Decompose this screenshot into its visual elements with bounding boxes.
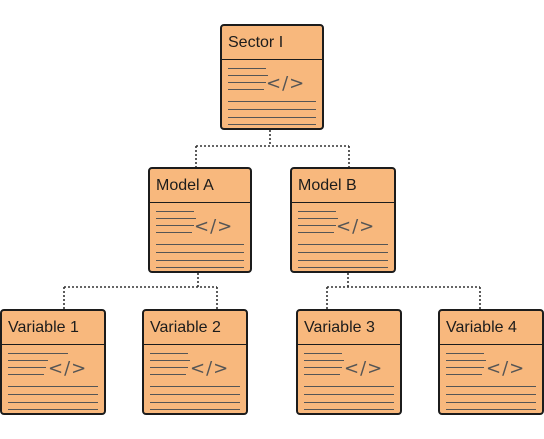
- text-line: [304, 367, 342, 368]
- text-line: [8, 394, 98, 395]
- node-body: </>: [298, 345, 400, 413]
- text-line: [298, 252, 388, 253]
- node-body: </>: [222, 60, 322, 128]
- text-line: [8, 367, 46, 368]
- node-body: </>: [144, 345, 246, 413]
- node-model-b[interactable]: Model B </>: [290, 167, 396, 273]
- text-line: [446, 386, 536, 387]
- text-line: [156, 225, 194, 226]
- code-icon: </>: [486, 358, 526, 379]
- text-line: [150, 374, 186, 375]
- node-body: </>: [292, 203, 394, 271]
- text-line: [298, 260, 388, 261]
- text-line: [298, 218, 338, 219]
- text-line: [150, 386, 240, 387]
- code-icon: </>: [344, 358, 384, 379]
- text-line: [446, 367, 484, 368]
- text-line: [228, 82, 266, 83]
- text-line: [156, 260, 244, 261]
- node-body: </>: [150, 203, 250, 271]
- text-line: [298, 211, 336, 212]
- text-line: [228, 109, 316, 110]
- text-line: [304, 409, 394, 410]
- code-icon: </>: [336, 216, 376, 237]
- text-line: [150, 409, 240, 410]
- text-line: [8, 360, 48, 361]
- node-title: Model B: [292, 169, 394, 203]
- code-icon: </>: [266, 73, 306, 94]
- text-line: [150, 353, 188, 354]
- text-line: [446, 394, 536, 395]
- connector-modela-to-variables: [63, 273, 218, 309]
- text-line: [304, 360, 344, 361]
- text-line: [304, 394, 394, 395]
- text-line: [304, 402, 394, 403]
- text-line: [446, 374, 482, 375]
- text-line: [156, 252, 244, 253]
- node-variable-1[interactable]: Variable 1 </>: [0, 309, 106, 415]
- node-sector-i[interactable]: Sector I </>: [220, 24, 324, 130]
- code-icon: </>: [48, 358, 88, 379]
- text-line: [8, 374, 44, 375]
- text-line: [298, 225, 336, 226]
- text-line: [156, 211, 194, 212]
- text-line: [150, 394, 240, 395]
- node-variable-2[interactable]: Variable 2 </>: [142, 309, 248, 415]
- connector-modelb-to-variables: [326, 273, 481, 309]
- text-line: [8, 409, 98, 410]
- text-line: [298, 267, 388, 268]
- node-model-a[interactable]: Model A </>: [148, 167, 252, 273]
- text-line: [228, 68, 266, 69]
- text-line: [150, 367, 188, 368]
- connector-sector-to-models: [195, 130, 350, 167]
- text-line: [228, 117, 316, 118]
- text-line: [298, 232, 334, 233]
- text-line: [150, 360, 190, 361]
- node-title: Sector I: [222, 26, 322, 60]
- node-title: Variable 1: [2, 311, 104, 345]
- node-variable-4[interactable]: Variable 4 </>: [438, 309, 544, 415]
- text-line: [8, 402, 98, 403]
- text-line: [446, 360, 486, 361]
- node-title: Variable 3: [298, 311, 400, 345]
- text-line: [304, 353, 342, 354]
- text-line: [298, 244, 388, 245]
- text-line: [446, 353, 484, 354]
- text-line: [304, 386, 394, 387]
- node-title: Variable 4: [440, 311, 542, 345]
- text-line: [228, 89, 264, 90]
- text-line: [8, 353, 68, 354]
- text-line: [150, 402, 240, 403]
- text-line: [156, 218, 196, 219]
- text-line: [446, 409, 536, 410]
- node-variable-3[interactable]: Variable 3 </>: [296, 309, 402, 415]
- text-line: [228, 124, 316, 125]
- text-line: [228, 101, 316, 102]
- text-line: [446, 402, 536, 403]
- node-title: Variable 2: [144, 311, 246, 345]
- text-line: [8, 386, 98, 387]
- node-body: </>: [440, 345, 542, 413]
- code-icon: </>: [194, 216, 234, 237]
- code-icon: </>: [190, 358, 230, 379]
- text-line: [156, 244, 244, 245]
- node-body: </>: [2, 345, 104, 413]
- text-line: [156, 267, 244, 268]
- text-line: [228, 75, 268, 76]
- text-line: [304, 374, 340, 375]
- text-line: [156, 232, 192, 233]
- node-title: Model A: [150, 169, 250, 203]
